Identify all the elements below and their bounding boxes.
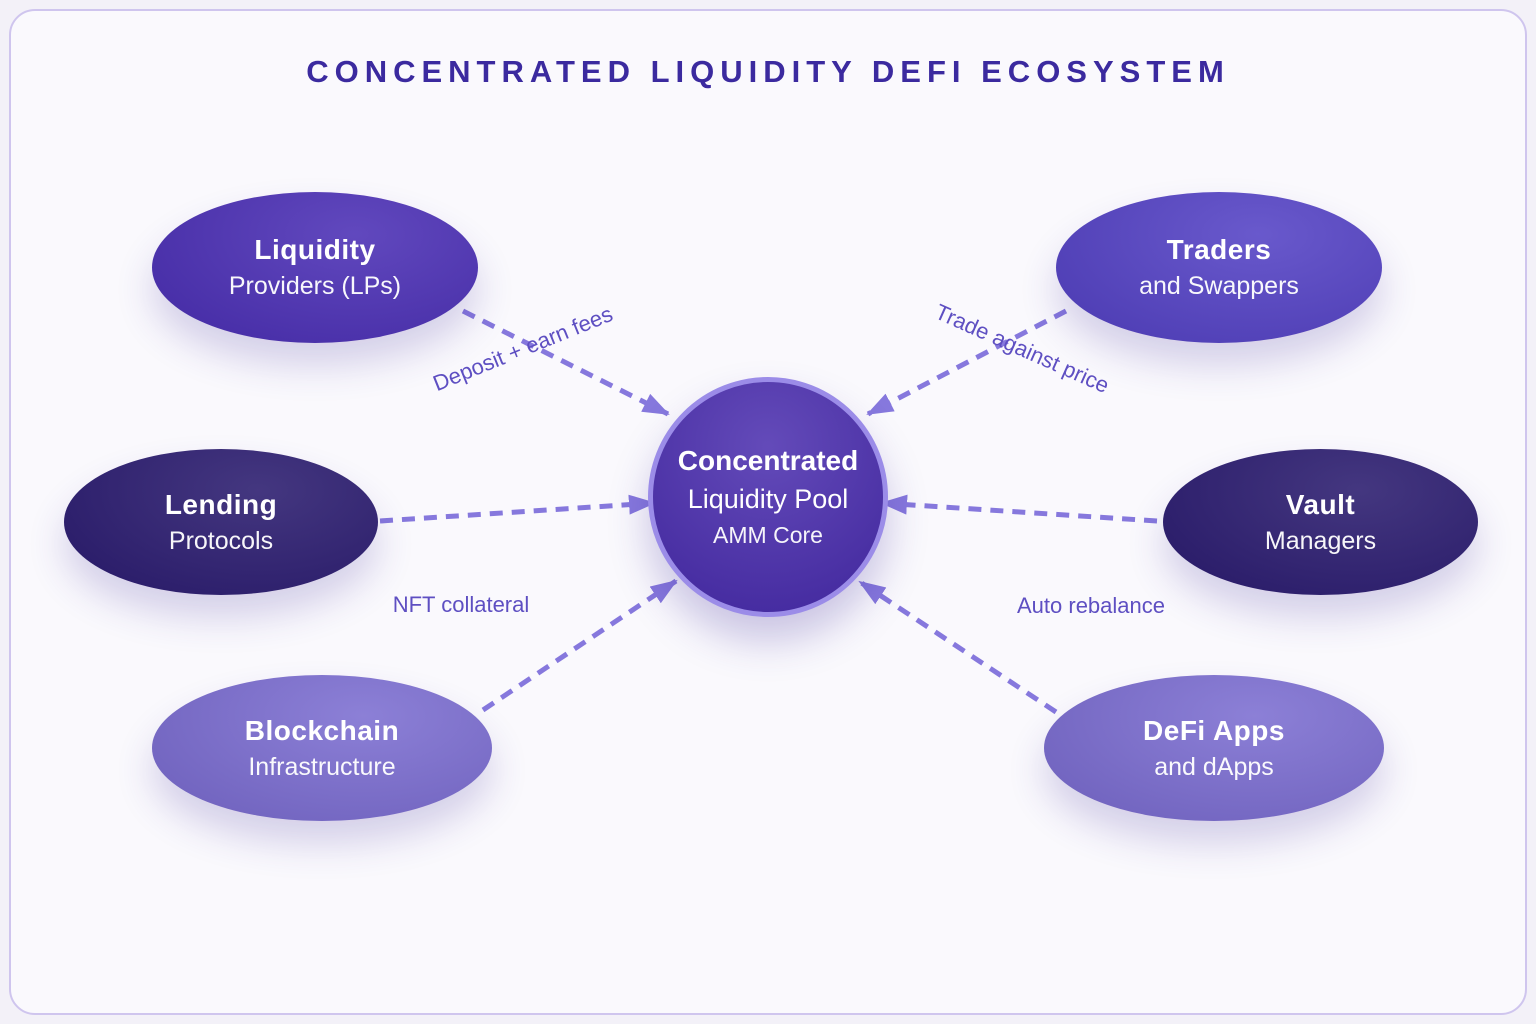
node-title: Blockchain <box>244 714 400 746</box>
node-subtitle: Providers (LPs) <box>228 272 402 300</box>
node-title: DeFi Apps <box>1143 714 1285 746</box>
node-concentrated-liquidity-pool: Concentrated Liquidity Pool AMM Core <box>648 377 888 617</box>
node-title: Liquidity <box>254 234 376 265</box>
node-blockchain-infrastructure: Blockchain Infrastructure <box>152 675 492 821</box>
node-subtitle: Protocols <box>168 526 274 555</box>
edge-label-auto-rebalance: Auto rebalance <box>1017 593 1165 618</box>
node-title: Traders <box>1166 234 1272 265</box>
node-title: Lending <box>164 488 278 520</box>
node-lending-protocols: Lending Protocols <box>64 449 378 595</box>
edge-label-nft-collateral: NFT collateral <box>392 592 530 617</box>
center-title: Concentrated <box>677 445 859 476</box>
node-subtitle: Infrastructure <box>248 752 396 781</box>
node-defi-apps: DeFi Apps and dApps <box>1044 675 1384 821</box>
node-title: Vault <box>1285 488 1356 520</box>
node-liquidity-providers: Liquidity Providers (LPs) <box>152 192 478 343</box>
diagram-title: CONCENTRATED LIQUIDITY DEFI ECOSYSTEM <box>306 54 1230 89</box>
node-traders-swappers: Traders and Swappers <box>1056 192 1382 343</box>
node-vault-managers: Vault Managers <box>1163 449 1478 595</box>
node-subtitle: and dApps <box>1154 752 1274 781</box>
node-subtitle: Managers <box>1264 526 1377 555</box>
center-subtitle: Liquidity Pool <box>687 484 849 514</box>
node-subtitle: and Swappers <box>1139 272 1299 300</box>
center-caption: AMM Core <box>713 522 823 548</box>
